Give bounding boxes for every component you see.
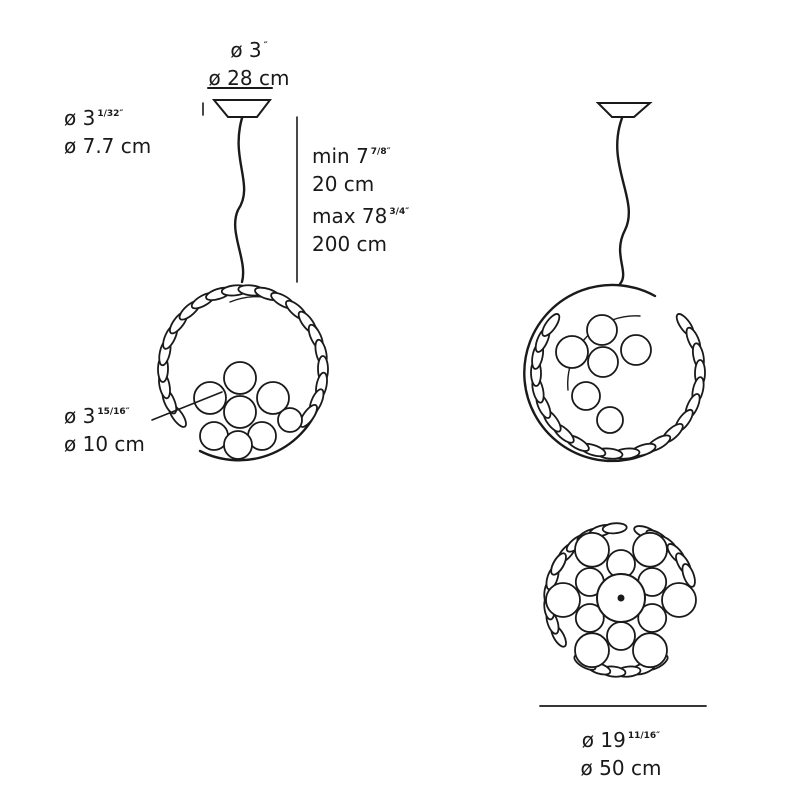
suspension-min-fraction: 7/8″ [370, 147, 391, 157]
canopy-imperial-suffix: ″ [263, 41, 268, 51]
disc [574, 603, 605, 633]
disc [550, 552, 567, 576]
suspension-max-metric: 200 cm [312, 232, 388, 256]
disc [223, 361, 257, 395]
disc [632, 531, 668, 568]
canopy-imperial: ø 3 [230, 38, 262, 62]
suspension-max-imperial: max 78 [312, 204, 388, 228]
sphere-arc-inner [567, 315, 641, 391]
disc-imperial: ø 3 [64, 404, 96, 428]
disc [256, 381, 290, 415]
disc [681, 563, 696, 588]
suspension-min-imperial: min 7 [312, 144, 369, 168]
rose-imperial: ø 3 [64, 106, 96, 130]
canopy-metric: ø 28 cm [208, 66, 290, 90]
inner-discs [545, 531, 697, 669]
disc [574, 531, 610, 568]
disc [620, 334, 652, 366]
disc [574, 632, 610, 669]
rose-metric: ø 7.7 cm [64, 134, 152, 158]
rose-fraction: 1/32″ [97, 109, 124, 119]
disc [555, 335, 589, 369]
side-view [523, 102, 706, 463]
disc [637, 603, 668, 633]
suspension-cable [616, 116, 631, 286]
top-view [539, 522, 707, 707]
disc [661, 582, 697, 618]
suspension-max-fraction: 3/4″ [389, 207, 410, 217]
disc-leader-line [151, 391, 223, 421]
disc-metric: ø 10 cm [64, 432, 145, 456]
disc [587, 346, 619, 378]
disc [571, 381, 601, 411]
front-view [151, 87, 329, 462]
canopy [595, 102, 653, 118]
disc [606, 621, 636, 651]
disc [586, 314, 618, 346]
disc [632, 632, 668, 669]
suspension-min-metric: 20 cm [312, 172, 375, 196]
overall-imperial: ø 19 [581, 728, 626, 752]
outer-discs [530, 313, 706, 460]
suspension-cable [233, 116, 246, 284]
disc [193, 381, 227, 415]
overall-metric: ø 50 cm [580, 756, 662, 780]
disc-fraction: 15/16″ [97, 407, 130, 417]
canopy-dimension: ø 3″ ø 28 cm [204, 32, 294, 92]
center-point [617, 594, 625, 602]
inner-discs [193, 361, 303, 460]
disc [223, 430, 253, 460]
outer-discs [157, 284, 329, 428]
canopy [211, 99, 273, 118]
disc [596, 406, 624, 434]
disc [601, 522, 628, 535]
inner-discs [555, 314, 652, 434]
disc [541, 313, 561, 337]
disc [277, 407, 303, 433]
disc [223, 395, 257, 429]
overall-fraction: 11/16″ [627, 731, 661, 741]
disc [545, 582, 581, 618]
